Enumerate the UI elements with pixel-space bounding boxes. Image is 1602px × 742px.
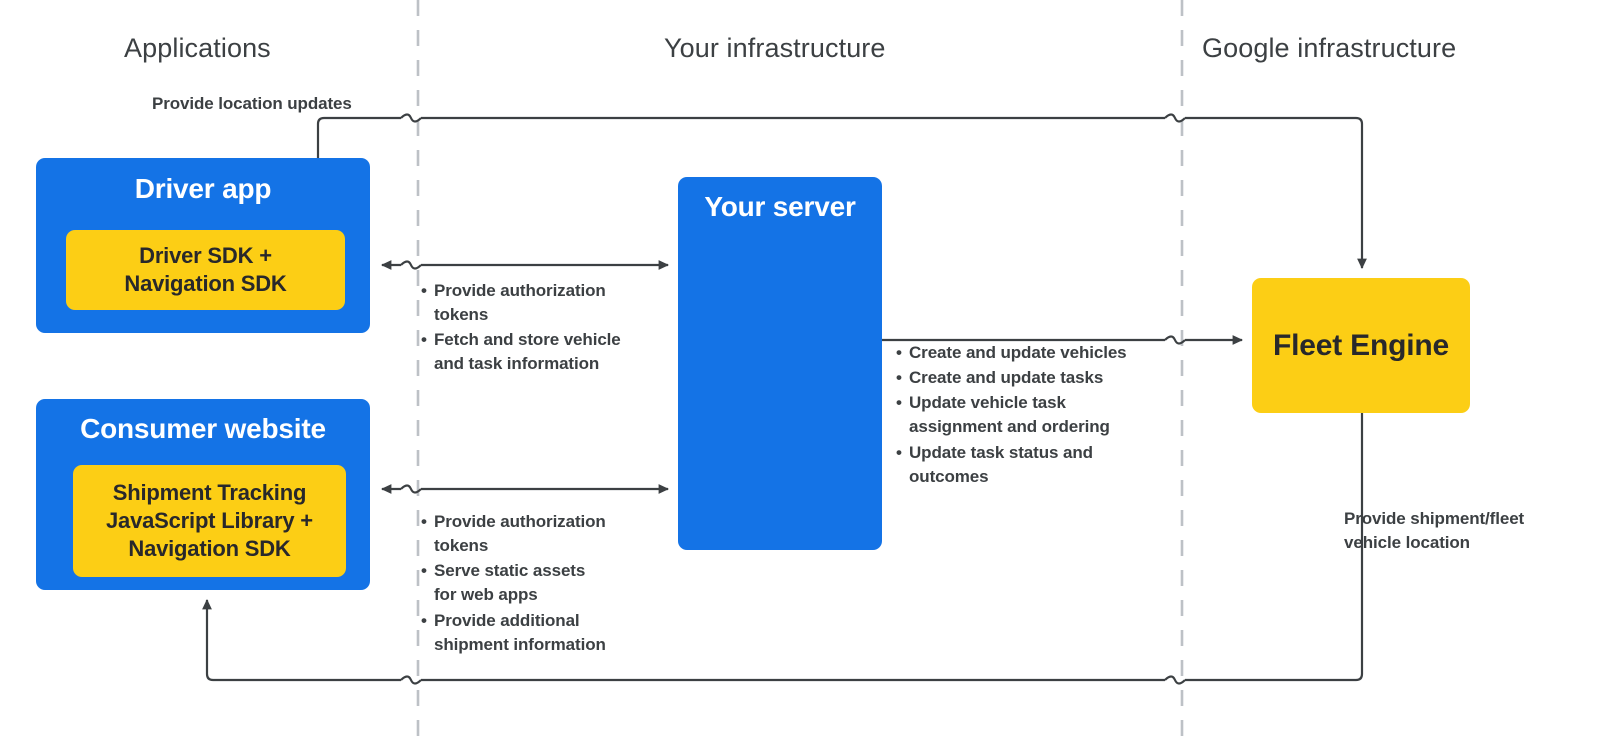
bullet-line-1: Serve static assets: [434, 561, 586, 581]
edge-location-updates: [316, 113, 1367, 270]
bullet-line-2: tokens: [434, 536, 489, 556]
bullet-line-1: Provide additional: [434, 610, 580, 630]
bullet-line-2: outcomes: [909, 466, 989, 486]
bullet-line-1: Update vehicle task: [909, 393, 1066, 413]
list-item: Provide authorization tokens: [421, 279, 651, 327]
node-your-server[interactable]: Your server: [678, 177, 882, 550]
node-consumer-website[interactable]: Consumer website Shipment Tracking JavaS…: [36, 399, 370, 590]
node-consumer-website-sdk-chip[interactable]: Shipment Tracking JavaScript Library + N…: [73, 465, 346, 577]
bullet-line-2: shipment information: [434, 634, 606, 654]
list-item: Create and update tasks: [896, 366, 1154, 390]
edge-bullets-server-fleet: Create and update vehicles Create and up…: [896, 341, 1154, 490]
node-driver-app[interactable]: Driver app Driver SDK + Navigation SDK: [36, 158, 370, 333]
bullet-line-2: assignment and ordering: [909, 417, 1110, 437]
edge-server-fleet: [882, 335, 1244, 345]
driver-sdk-line-2: Navigation SDK: [124, 271, 287, 296]
edge-bullets-consumer-server: Provide authorization tokens Serve stati…: [421, 510, 651, 658]
node-fleet-engine-title: Fleet Engine: [1273, 328, 1449, 362]
list-item: Provide authorization tokens: [421, 510, 651, 558]
list-item: Update task status and outcomes: [896, 441, 1154, 489]
bullet-line-1: Fetch and store vehicle: [434, 330, 621, 350]
zone-header-google-infrastructure: Google infrastructure: [1202, 33, 1457, 63]
node-your-server-title: Your server: [704, 191, 856, 222]
shipment-tracking-line-1: Shipment Tracking: [112, 479, 307, 505]
list-item: Serve static assets for web apps: [421, 559, 651, 607]
zone-header-your-infrastructure: Your infrastructure: [664, 33, 886, 63]
bullet-line-2: for web apps: [434, 585, 538, 605]
edge-consumer-server: [381, 484, 670, 494]
bullet-line-1: Update task status and: [909, 442, 1093, 462]
bullet-line-1: Create and update vehicles: [909, 343, 1127, 362]
node-fleet-engine[interactable]: Fleet Engine: [1252, 278, 1470, 413]
node-driver-app-title: Driver app: [134, 173, 272, 204]
edge-label-fleet-consumer: Provide shipment/fleet vehicle location: [1344, 507, 1574, 555]
list-item: Update vehicle task assignment and order…: [896, 391, 1154, 439]
edge-label-location-updates: Provide location updates: [152, 94, 352, 113]
bullet-line-1: Provide authorization: [434, 281, 606, 300]
node-driver-app-sdk-chip[interactable]: Driver SDK + Navigation SDK: [66, 230, 345, 310]
bullet-line-1: Provide authorization: [434, 512, 606, 531]
list-item: Fetch and store vehicle and task informa…: [421, 328, 651, 376]
edge-label-line-2: vehicle location: [1344, 533, 1470, 553]
shipment-tracking-line-2: JavaScript Library +: [106, 507, 313, 533]
driver-sdk-line-1: Driver SDK +: [139, 242, 272, 268]
list-item: Provide additional shipment information: [421, 609, 651, 657]
edge-bullets-driver-server: Provide authorization tokens Fetch and s…: [421, 279, 651, 378]
node-consumer-website-title: Consumer website: [80, 413, 326, 444]
edge-driver-server: [381, 260, 670, 270]
bullet-line-1: Create and update tasks: [909, 368, 1104, 388]
zone-header-applications: Applications: [124, 33, 271, 63]
edge-label-line-1: Provide shipment/fleet: [1344, 509, 1525, 528]
bullet-line-2: and task information: [434, 354, 600, 374]
shipment-tracking-line-3: Navigation SDK: [128, 536, 291, 562]
list-item: Create and update vehicles: [896, 341, 1154, 365]
edge-fleet-consumer: [202, 413, 1364, 685]
bullet-line-2: tokens: [434, 305, 489, 325]
